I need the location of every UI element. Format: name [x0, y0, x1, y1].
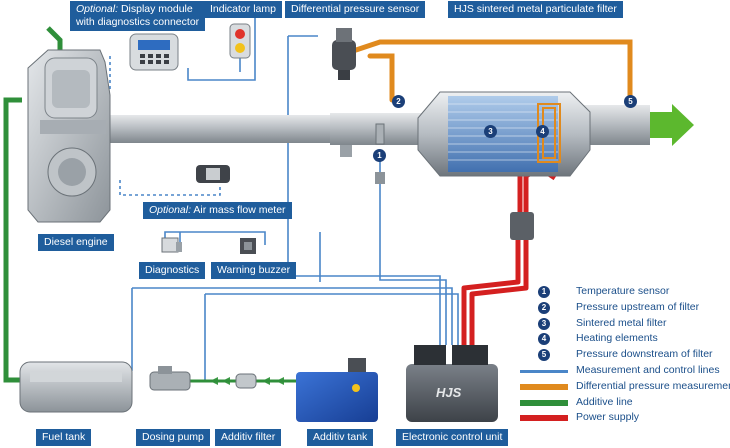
dosing-pump-graphic	[149, 366, 191, 391]
air-mass-optional: Optional:	[149, 204, 192, 216]
fuel-tank-graphic	[19, 361, 133, 413]
legend-item-sintered-metal-filter: 3 Sintered metal filter	[538, 317, 728, 333]
optional-lines	[109, 56, 221, 196]
legend-marker: 4	[538, 333, 550, 346]
electronic-control-unit-label: Electronic control unit	[396, 429, 509, 446]
diesel-engine-label: Diesel engine	[38, 234, 114, 251]
filter-connector	[510, 212, 534, 240]
legend-text: Additive line	[576, 395, 633, 408]
differential-pressure-sensor-label: Differential pressure sensor	[285, 1, 426, 18]
marker-1: 1	[373, 149, 386, 162]
marker-3: 3	[484, 125, 497, 138]
legend-item-heating-elements: 4 Heating elements	[538, 332, 728, 348]
legend-marker: 1	[538, 286, 550, 298]
air-mass-flow-meter-graphic	[196, 165, 230, 183]
air-mass-flow-meter-label: Optional: Air mass flow meter	[143, 202, 292, 219]
diesel-engine-graphic	[27, 49, 111, 223]
legend-swatch-additive	[520, 399, 568, 406]
indicator-lamp-label: Indicator lamp	[204, 1, 282, 18]
ecu-logo: HJS	[436, 385, 462, 400]
air-mass-text: Air mass flow meter	[191, 204, 286, 216]
display-module-text-1: Display module	[118, 3, 193, 15]
display-module-graphic	[129, 33, 179, 71]
marker-5: 5	[624, 95, 637, 108]
indicator-lamp-graphic	[229, 23, 251, 59]
exhaust-pipe	[100, 105, 650, 157]
legend-marker: 2	[538, 301, 550, 314]
electronic-control-unit-graphic	[406, 345, 498, 422]
additiv-tank-graphic	[296, 358, 378, 422]
legend-item-temperature-sensor: 1 Temperature sensor	[538, 285, 728, 301]
legend: 1 Temperature sensor 2 Pressure upstream…	[520, 285, 730, 427]
exhaust-flow-arrow	[650, 104, 694, 146]
warning-buzzer-label: Warning buzzer	[211, 262, 297, 279]
legend-item-pressure-downstream: 5 Pressure downstream of filter	[538, 348, 728, 364]
legend-swatch-power	[520, 415, 568, 422]
differential-pressure-lines	[353, 39, 633, 103]
dosing-pump-label: Dosing pump	[136, 429, 210, 446]
temperature-sensor	[375, 123, 385, 184]
legend-text: Temperature sensor	[576, 285, 670, 297]
legend-text: Power supply	[576, 411, 640, 424]
legend-text: Pressure upstream of filter	[576, 300, 700, 313]
additiv-tank-label: Additiv tank	[307, 429, 374, 446]
legend-text: Heating elements	[576, 332, 658, 345]
warning-buzzer-graphic	[240, 238, 256, 254]
legend-text: Sintered metal filter	[576, 316, 667, 329]
additiv-filter-graphic	[235, 373, 257, 389]
diagnostics-graphic	[161, 237, 182, 253]
legend-item-pressure-upstream: 2 Pressure upstream of filter	[538, 301, 728, 317]
display-module-label: Optional: Display module with diagnostic…	[70, 1, 206, 31]
legend-item-measurement-lines: Measurement and control lines	[520, 363, 728, 380]
particulate-filter-body	[417, 91, 591, 177]
marker-4: 4	[536, 125, 549, 138]
legend-marker: 5	[538, 349, 550, 362]
additiv-filter-label: Additiv filter	[215, 429, 282, 446]
legend-marker: 3	[538, 317, 550, 330]
marker-2: 2	[392, 95, 405, 108]
display-module-text-2: with diagnostics connector	[76, 16, 200, 28]
legend-swatch-measurement	[520, 369, 568, 373]
legend-text: Pressure downstream of filter	[576, 348, 713, 361]
diagnostics-label: Diagnostics	[139, 262, 206, 279]
legend-text: Measurement and control lines	[576, 363, 720, 376]
particulate-filter-label: HJS sintered metal particulate filter	[448, 1, 623, 18]
differential-pressure-sensor	[332, 28, 356, 80]
legend-swatch-pressure	[520, 383, 568, 390]
fuel-tank-label: Fuel tank	[36, 429, 92, 446]
legend-item-differential-pressure: Differential pressure measurement	[520, 379, 730, 396]
legend-text: Differential pressure measurement	[576, 379, 730, 392]
display-module-optional: Optional:	[76, 3, 119, 15]
legend-item-additive-line: Additive line	[520, 395, 728, 412]
legend-item-power-supply: Power supply	[520, 411, 728, 427]
